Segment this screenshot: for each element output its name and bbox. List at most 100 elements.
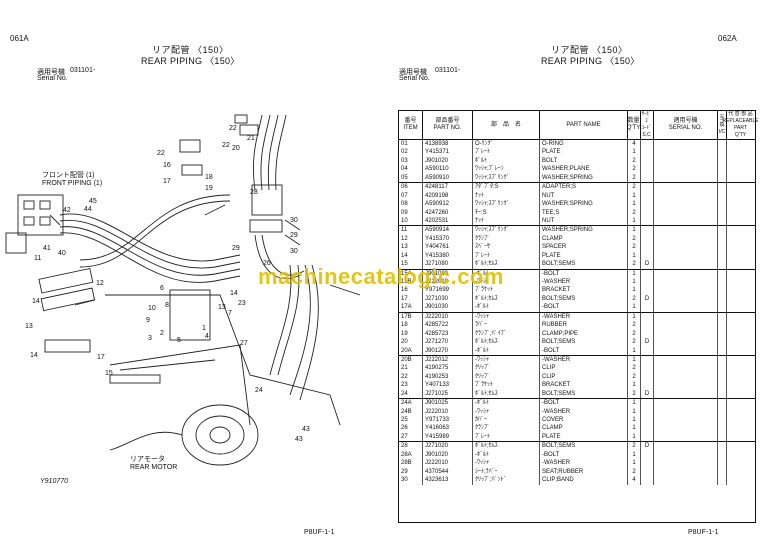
cell-name: CLIP — [540, 364, 628, 373]
cell-empty — [718, 459, 727, 468]
svg-text:4: 4 — [205, 333, 209, 340]
cell-jp: ﾜｯｼｬ;ﾌﾟﾚｰﾝ — [473, 165, 540, 174]
cell-name: NUT — [540, 191, 628, 201]
cell-empty — [727, 468, 754, 476]
cell-item: 23 — [399, 381, 423, 390]
cell-name: -BOLT — [540, 303, 628, 312]
left-serial-value: 031101- — [70, 67, 96, 74]
cell-empty — [718, 424, 727, 433]
cell-jp: ｸﾘｯﾌﾟ — [473, 364, 540, 373]
right-serial-label-en: Serial No. — [399, 75, 430, 82]
cell-name: BRACKET — [540, 381, 628, 390]
cell-empty — [718, 432, 727, 442]
header-part-name: PART NAME — [540, 111, 628, 139]
cell-empty — [727, 364, 754, 372]
cell-empty — [727, 192, 754, 200]
svg-text:1: 1 — [202, 325, 206, 332]
cell-jp: ｽﾍﾟｰｻ — [473, 243, 540, 252]
cell-empty — [727, 260, 754, 268]
cell-jp: ﾎﾞﾙﾄ;ｾﾑｽ — [473, 389, 540, 399]
cell-empty — [654, 399, 718, 408]
svg-text:22: 22 — [222, 142, 230, 149]
cell-qty: 4 — [628, 140, 641, 149]
cell-part: J271030 — [423, 294, 473, 304]
cell-empty — [727, 295, 754, 303]
cell-empty — [727, 347, 754, 355]
svg-text:13: 13 — [25, 323, 33, 330]
header-replaceable: 代 替 部 品 REPLACEABLE PART Q'TY — [722, 111, 759, 138]
cell-sc — [641, 329, 654, 339]
cell-empty — [654, 286, 718, 295]
cell-name: -BOLT — [540, 346, 628, 355]
cell-empty — [718, 278, 727, 287]
rear-motor-label: リアモータ REAR MOTOR — [130, 456, 178, 471]
cell-sc — [641, 312, 654, 322]
cell-empty — [718, 381, 727, 390]
cell-part: Y404761 — [423, 243, 473, 252]
figure-code: Y910770 — [40, 478, 69, 485]
cell-item: 28 — [399, 442, 423, 451]
right-title-jp: リア配管 〈150〉 — [551, 45, 628, 55]
cell-name: BOLT;SEMS — [540, 260, 628, 269]
left-title-jp: リア配管 〈150〉 — [152, 45, 229, 55]
cell-empty — [654, 476, 718, 485]
svg-text:14: 14 — [30, 352, 38, 359]
svg-text:21: 21 — [247, 135, 255, 142]
cell-name: SPACER — [540, 243, 628, 252]
cell-item: 19 — [399, 329, 423, 339]
cell-sc — [641, 226, 654, 235]
cell-part: 4190275 — [423, 364, 473, 373]
cell-sc — [641, 183, 654, 192]
cell-sc — [641, 364, 654, 373]
cell-name: O-RING — [540, 140, 628, 149]
cell-part: J271020 — [423, 442, 473, 451]
cell-jp: ﾎﾞﾙﾄ;ｾﾑｽ — [473, 338, 540, 347]
cell-name: -BOLT — [540, 269, 628, 278]
cell-qty: 2 — [628, 321, 641, 330]
cell-jp: ﾜｯｼｬ;ｽﾌﾟﾘﾝｸﾞ — [473, 200, 540, 209]
cell-empty — [654, 156, 718, 166]
cell-item: 15B — [399, 278, 423, 287]
cell-empty — [718, 372, 727, 382]
cell-name: -WASHER — [540, 407, 628, 416]
cell-jp: ﾎﾞﾙﾄ;ｾﾑｽ — [473, 294, 540, 304]
svg-text:27: 27 — [240, 340, 248, 347]
svg-text:10: 10 — [148, 305, 156, 312]
cell-part: 4202531 — [423, 216, 473, 226]
cell-sc — [641, 399, 654, 408]
cell-empty — [654, 364, 718, 373]
cell-name: WASHER;SPRING — [540, 200, 628, 209]
cell-sc — [641, 321, 654, 330]
cell-jp: ｸﾘｯﾌﾟ — [473, 372, 540, 382]
cell-item: 17B — [399, 312, 423, 322]
svg-text:19: 19 — [205, 185, 213, 192]
cell-part: J901020 — [423, 450, 473, 460]
cell-jp: ﾌﾞﾗｹｯﾄ — [473, 381, 540, 390]
watermark: machinecatalogic.com — [258, 264, 504, 289]
cell-part: J901080 — [423, 269, 473, 278]
cell-name: TEE;S — [540, 208, 628, 217]
left-title-en: REAR PIPING 〈150〉 — [141, 56, 240, 66]
cell-sc — [641, 416, 654, 425]
cell-name: BOLT;SEMS — [540, 294, 628, 304]
cell-qty: 2 — [628, 156, 641, 166]
cell-sc — [641, 303, 654, 312]
cell-empty — [718, 346, 727, 355]
cell-part: 4285722 — [423, 321, 473, 330]
cell-jp: O-ﾘﾝｸﾞ — [473, 140, 540, 149]
cell-qty: 2 — [628, 364, 641, 373]
cell-part: Y971699 — [423, 286, 473, 295]
cell-sc — [641, 278, 654, 287]
cell-sc — [641, 156, 654, 166]
cell-sc — [641, 251, 654, 261]
cell-jp: ﾗﾊﾞｰ — [473, 321, 540, 330]
cell-empty — [654, 321, 718, 330]
